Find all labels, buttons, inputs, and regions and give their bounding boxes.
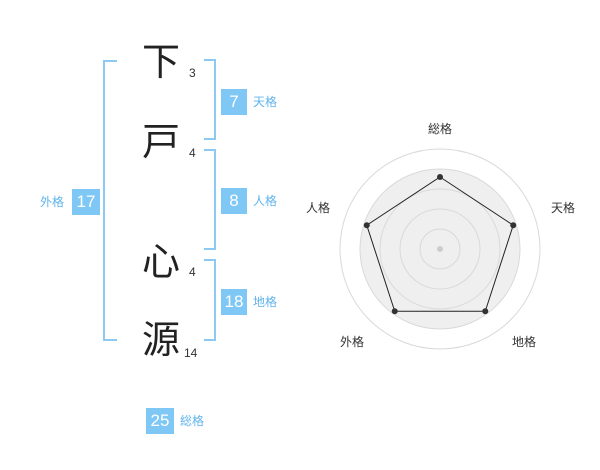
name-char-3: 心: [142, 240, 181, 284]
jinkaku-bracket: [204, 149, 216, 250]
name-char-2: 戸: [142, 120, 181, 164]
radar-point-2: [510, 222, 517, 229]
radar-point-1: [437, 174, 443, 180]
radar-ring-3: [379, 188, 501, 310]
soukaku-label: 総格: [180, 414, 205, 428]
radar-polygon: [366, 176, 514, 312]
stroke-count-3: 4: [189, 265, 196, 279]
radar-ring-4: [359, 168, 521, 330]
radar-ring-2: [399, 208, 481, 290]
radar-label-bottom-right: 地格: [512, 335, 537, 349]
stroke-count-1: 3: [189, 66, 196, 80]
chikaku-badge: 18: [221, 289, 247, 315]
radar-point-5: [363, 222, 370, 229]
chikaku-label: 地格: [253, 295, 278, 309]
jinkaku-label: 人格: [253, 194, 278, 208]
radar-point-3: [482, 308, 489, 315]
name-char-1: 下: [142, 40, 181, 84]
tenkaku-badge: 7: [221, 89, 247, 115]
jinkaku-badge: 8: [221, 188, 247, 214]
radar-ring-1: [419, 228, 461, 270]
soukaku-badge: 25: [146, 408, 174, 434]
radar-label-top: 総格: [428, 122, 453, 136]
stroke-count-4: 14: [184, 346, 198, 360]
radar-label-bottom-left: 外格: [340, 335, 365, 349]
tenkaku-label: 天格: [253, 95, 278, 109]
radar-label-right: 天格: [551, 201, 576, 215]
radar-ring-5: [339, 148, 541, 350]
radar-point-4: [391, 308, 398, 315]
radar-label-left: 人格: [306, 201, 331, 215]
radar-center-dot: [437, 246, 443, 252]
stroke-count-2: 4: [189, 146, 196, 160]
name-char-4: 源: [142, 318, 181, 362]
tenkaku-bracket: [204, 59, 216, 140]
chikaku-bracket: [204, 259, 216, 341]
gaikaku-bracket: [103, 60, 117, 341]
gaikaku-badge: 17: [72, 189, 100, 215]
gaikaku-label: 外格: [40, 195, 65, 209]
